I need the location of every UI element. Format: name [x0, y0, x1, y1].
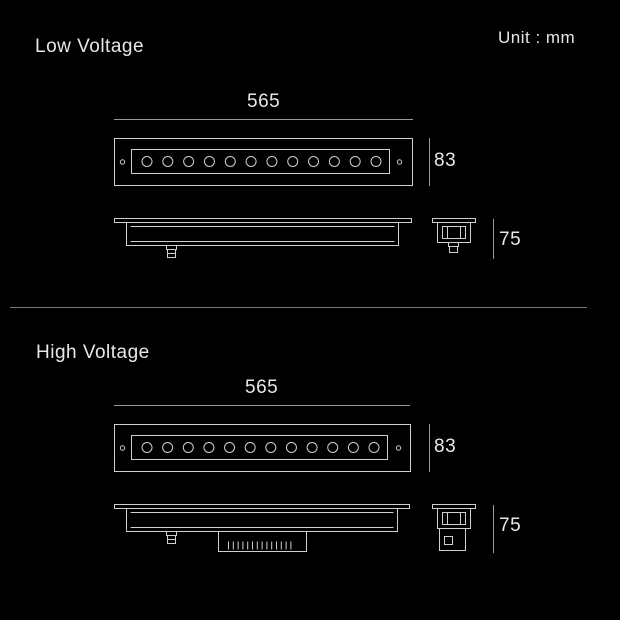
cable-gland-high [166, 531, 177, 544]
length-dimension-high: 565 [245, 377, 279, 398]
width-dimension-low: 83 [434, 150, 457, 171]
led-lens-icon [265, 442, 277, 453]
led-lens-icon [162, 156, 174, 167]
section-divider [10, 307, 587, 308]
end-view-high [432, 504, 476, 551]
led-lens-icon [203, 156, 215, 167]
width-dimension-line-low [429, 138, 430, 186]
length-dimension-line-high [114, 405, 410, 406]
fixture-frame-inner-high [131, 435, 388, 460]
height-dimension-low: 75 [499, 229, 522, 250]
length-dimension-low: 565 [247, 91, 281, 112]
length-dimension-line-low [114, 119, 413, 120]
led-lens-icon [347, 442, 359, 453]
led-lens-icon [245, 156, 257, 167]
led-lens-icon [308, 156, 320, 167]
side-view-high [114, 504, 410, 552]
fixture-frame-outer-low [114, 138, 413, 186]
width-dimension-high: 83 [434, 436, 457, 457]
led-lens-icon [244, 442, 256, 453]
led-row-low [141, 156, 382, 167]
housing-high [126, 508, 398, 532]
led-lens-icon [182, 442, 194, 453]
driver-box-high [218, 531, 307, 552]
width-dimension-line-high [429, 424, 430, 472]
led-lens-icon [285, 442, 297, 453]
led-lens-icon [349, 156, 361, 167]
led-lens-icon [141, 156, 153, 167]
fixture-frame-outer-high [114, 424, 411, 472]
mounting-screw-left-low [119, 159, 126, 165]
height-dimension-high: 75 [499, 515, 522, 536]
section-title-high-voltage: High Voltage [36, 342, 150, 363]
led-lens-icon [306, 442, 318, 453]
height-dimension-line-high [493, 505, 494, 553]
mounting-screw-right-high [395, 445, 402, 451]
led-row-high [141, 442, 380, 453]
led-lens-icon [370, 156, 382, 167]
fixture-frame-inner-low [131, 149, 390, 174]
led-lens-icon [266, 156, 278, 167]
section-title-low-voltage: Low Voltage [35, 36, 145, 57]
led-lens-icon [224, 442, 236, 453]
led-lens-icon [368, 442, 380, 453]
end-view-low [432, 218, 476, 253]
led-lens-icon [224, 156, 236, 167]
top-view-high [114, 424, 411, 472]
flange-high [114, 504, 410, 509]
led-lens-icon [141, 442, 153, 453]
cable-gland-low [166, 245, 177, 258]
housing-low [126, 222, 399, 246]
height-dimension-line-low [493, 219, 494, 259]
led-lens-icon [183, 156, 195, 167]
led-lens-icon [327, 442, 339, 453]
unit-label: Unit : mm [498, 28, 576, 47]
led-lens-icon [162, 442, 174, 453]
led-lens-icon [287, 156, 299, 167]
side-view-low [114, 218, 412, 258]
mounting-screw-right-low [396, 159, 403, 165]
top-view-low [114, 138, 413, 186]
led-lens-icon [328, 156, 340, 167]
led-lens-icon [203, 442, 215, 453]
flange-low [114, 218, 412, 223]
mounting-screw-left-high [119, 445, 126, 451]
